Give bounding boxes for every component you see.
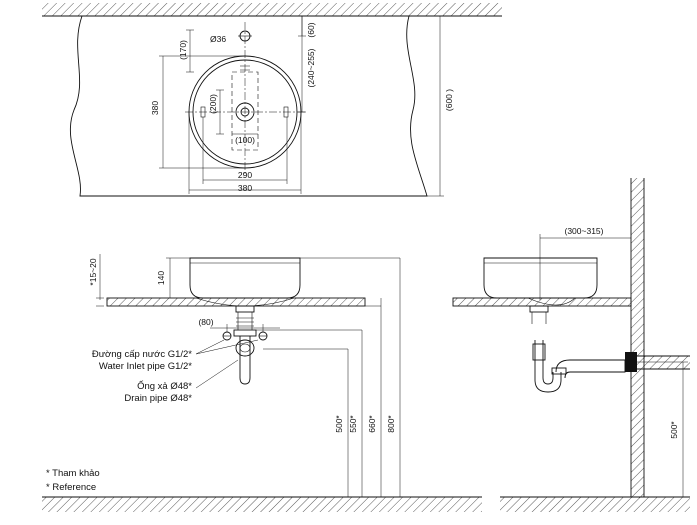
dim-380-left: 380 [150, 101, 160, 115]
front-view: *15~20 140 (80) Đường [42, 254, 482, 512]
water-inlet-label-vi: Đường cấp nước G1/2* [92, 349, 192, 360]
side-trap [529, 305, 690, 393]
countertop-outline [69, 15, 428, 197]
wall-flange [625, 352, 637, 372]
top-ceiling-hatch [42, 3, 502, 16]
top-view: Ø36 (170) (60) (240~255) (600 ) [42, 3, 502, 197]
dim-500-side: 500* [669, 421, 679, 439]
dim-500-front: 500* [334, 415, 344, 433]
side-view: (300~315) 500* [452, 178, 690, 512]
dim-170: (170) [178, 40, 188, 60]
side-countertop [452, 297, 632, 307]
dim-240-255: (240~255) [306, 48, 316, 87]
dim-15-20: *15~20 [88, 258, 98, 285]
dim-80: (80) [198, 317, 213, 327]
drain-label-en: Drain pipe Ø48* [124, 393, 192, 404]
dim-290: 290 [238, 170, 252, 180]
dim-380-bottom: 380 [238, 183, 252, 193]
floor-hatch [42, 497, 482, 512]
dim-200: (200) [208, 94, 218, 114]
dim-660: 660* [367, 415, 377, 433]
dim-600: (600 ) [444, 89, 454, 111]
wall-hatch [631, 178, 644, 498]
dim-140: 140 [156, 271, 166, 285]
drain-assembly [233, 305, 257, 385]
water-inlet-label-en: Water Inlet pipe G1/2* [99, 361, 192, 372]
dim-60: (60) [306, 22, 316, 37]
note-reference-vi: * Tham khảo [46, 468, 100, 479]
dim-800: 800* [386, 415, 396, 433]
side-basin [483, 257, 598, 299]
dim-300-315: (300~315) [565, 226, 604, 236]
countertop-slab [106, 297, 366, 307]
basin-side-profile [189, 257, 301, 299]
note-reference-en: * Reference [46, 482, 96, 493]
dim-overflow-hole: Ø36 [210, 34, 226, 44]
dim-100: (100) [235, 135, 255, 145]
drain-label-vi: Ống xả Ø48* [137, 380, 192, 392]
side-floor-hatch [500, 497, 690, 512]
dim-550: 550* [348, 415, 358, 433]
